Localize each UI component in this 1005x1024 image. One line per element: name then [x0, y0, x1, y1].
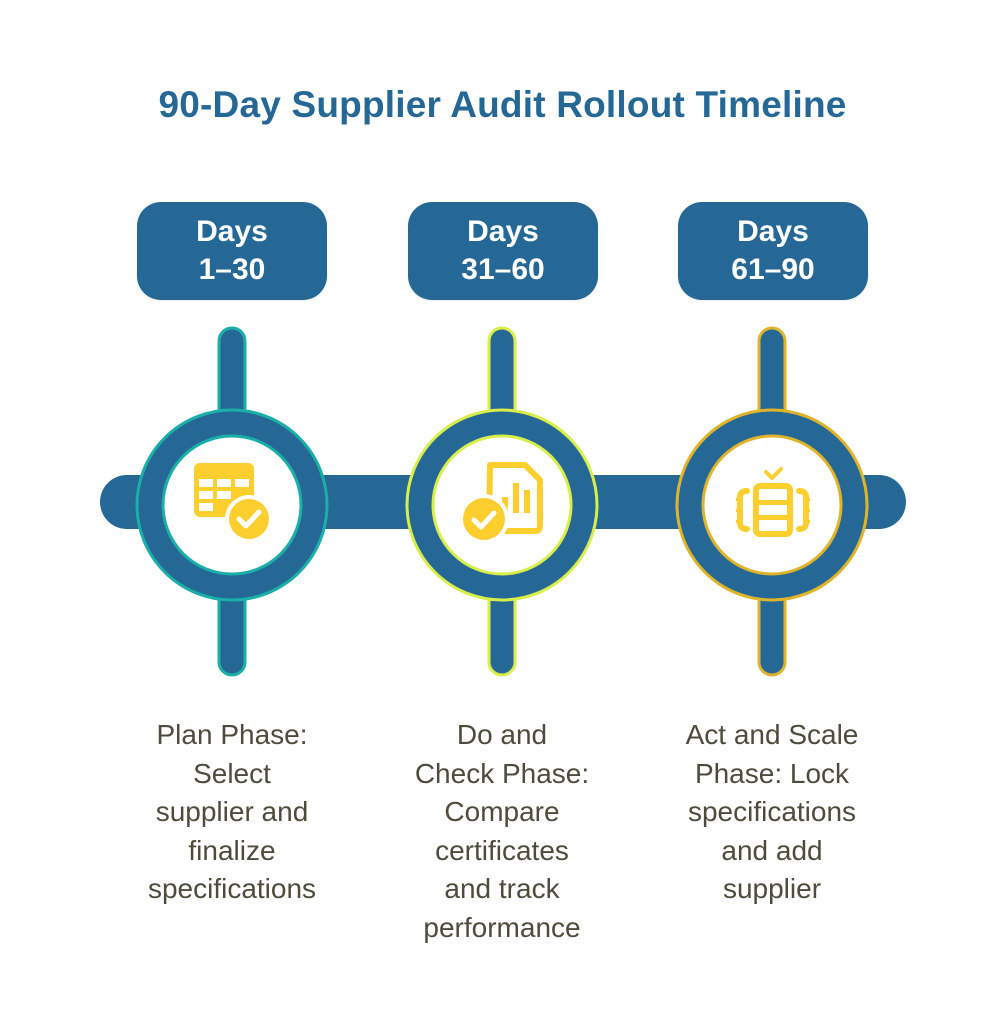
description-line: supplier — [722, 873, 822, 904]
phase-2-badge: Days 31–60 — [408, 202, 598, 300]
description-line: Compare — [444, 796, 560, 827]
phase-2-node — [405, 326, 599, 677]
description-line: supplier and — [155, 796, 309, 827]
description-line: and track — [444, 873, 560, 904]
description-line: Plan Phase: — [156, 719, 308, 750]
page-title: 90-Day Supplier Audit Rollout Timeline — [158, 84, 847, 125]
description-line: Do and — [456, 719, 548, 750]
description-line: specifications — [147, 873, 317, 904]
phase-3-badge: Days 61–90 — [678, 202, 868, 300]
description-line: Select — [193, 757, 271, 789]
report-chart-check-icon — [459, 462, 543, 544]
description-line: specifications — [687, 796, 857, 827]
description-line: Phase: Lock — [694, 757, 850, 789]
description-line: Act and Scale — [685, 719, 859, 750]
phase-3-description: Act and Scale Phase: Lock specifications… — [647, 716, 897, 909]
description-line: and add — [721, 834, 823, 866]
phase-1-badge-line1: Days — [196, 215, 268, 248]
phase-2-badge-line2: 31–60 — [461, 253, 545, 286]
phase-1-node — [135, 326, 329, 677]
phase-3-badge-line1: Days — [737, 215, 809, 248]
phase-3-badge-line2: 61–90 — [731, 253, 815, 286]
phase-2-badge-line1: Days — [467, 215, 539, 248]
description-line: finalize — [188, 834, 276, 866]
phase-1-badge: Days 1–30 — [137, 202, 327, 300]
phase-1-badge-line2: 1–30 — [198, 253, 266, 286]
phase-3-node — [675, 326, 869, 677]
phase-1-description: Plan Phase: Select supplier and finalize… — [107, 716, 357, 909]
description-line: certificates — [435, 834, 569, 866]
spreadsheet-check-icon — [194, 463, 273, 543]
checklist-clipboard-icon — [736, 467, 810, 537]
phase-2-description: Do and Check Phase: Compare certificates… — [377, 716, 627, 947]
description-line: Check Phase: — [414, 757, 590, 789]
description-line: performance — [423, 911, 581, 943]
